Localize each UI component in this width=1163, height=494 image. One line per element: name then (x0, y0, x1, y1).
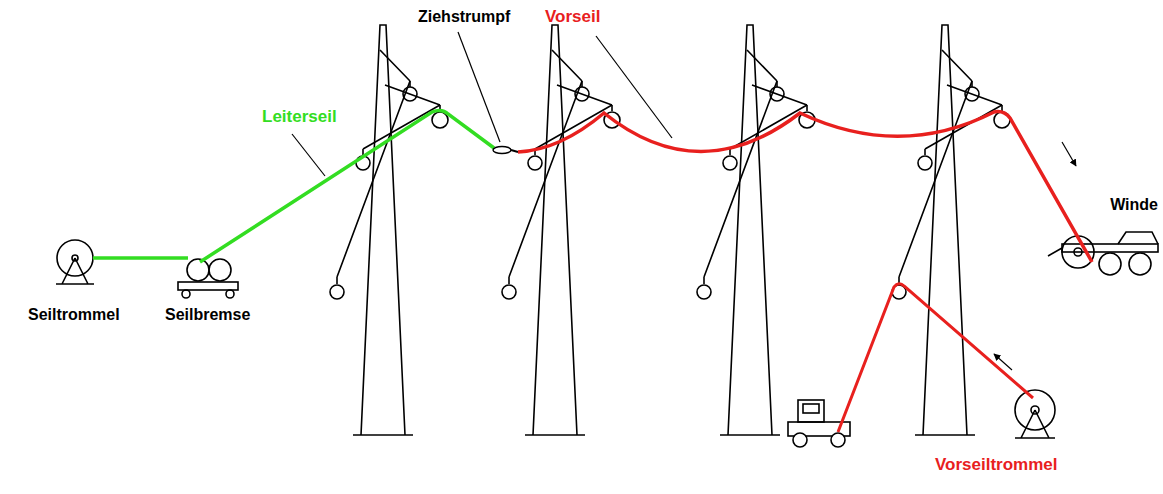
part-label: Winde (1110, 196, 1158, 214)
leader-line (458, 32, 500, 142)
leader-line (596, 36, 672, 138)
towers (330, 25, 1010, 435)
leader-line (292, 134, 325, 176)
pilot-rope-drum (1015, 390, 1055, 438)
part-label: Seilbremse (165, 306, 250, 324)
direction-arrow (994, 354, 1012, 370)
part-label: Vorseiltrommel (935, 456, 1058, 475)
cable-label: Vorseil (545, 8, 600, 27)
cable-label: Leiterseil (262, 108, 337, 127)
cable-drum (56, 240, 94, 284)
winch-trailer (1048, 232, 1158, 275)
pulling-grip (493, 147, 518, 154)
part-label: Ziehstrumpf (418, 8, 510, 26)
pilot-rope-feed (838, 284, 1033, 432)
pilot-rope (518, 112, 1092, 262)
cable-brake (178, 259, 238, 298)
part-label: Seiltrommel (28, 306, 120, 324)
conductor-cable (93, 110, 494, 262)
direction-arrow (1062, 142, 1076, 166)
